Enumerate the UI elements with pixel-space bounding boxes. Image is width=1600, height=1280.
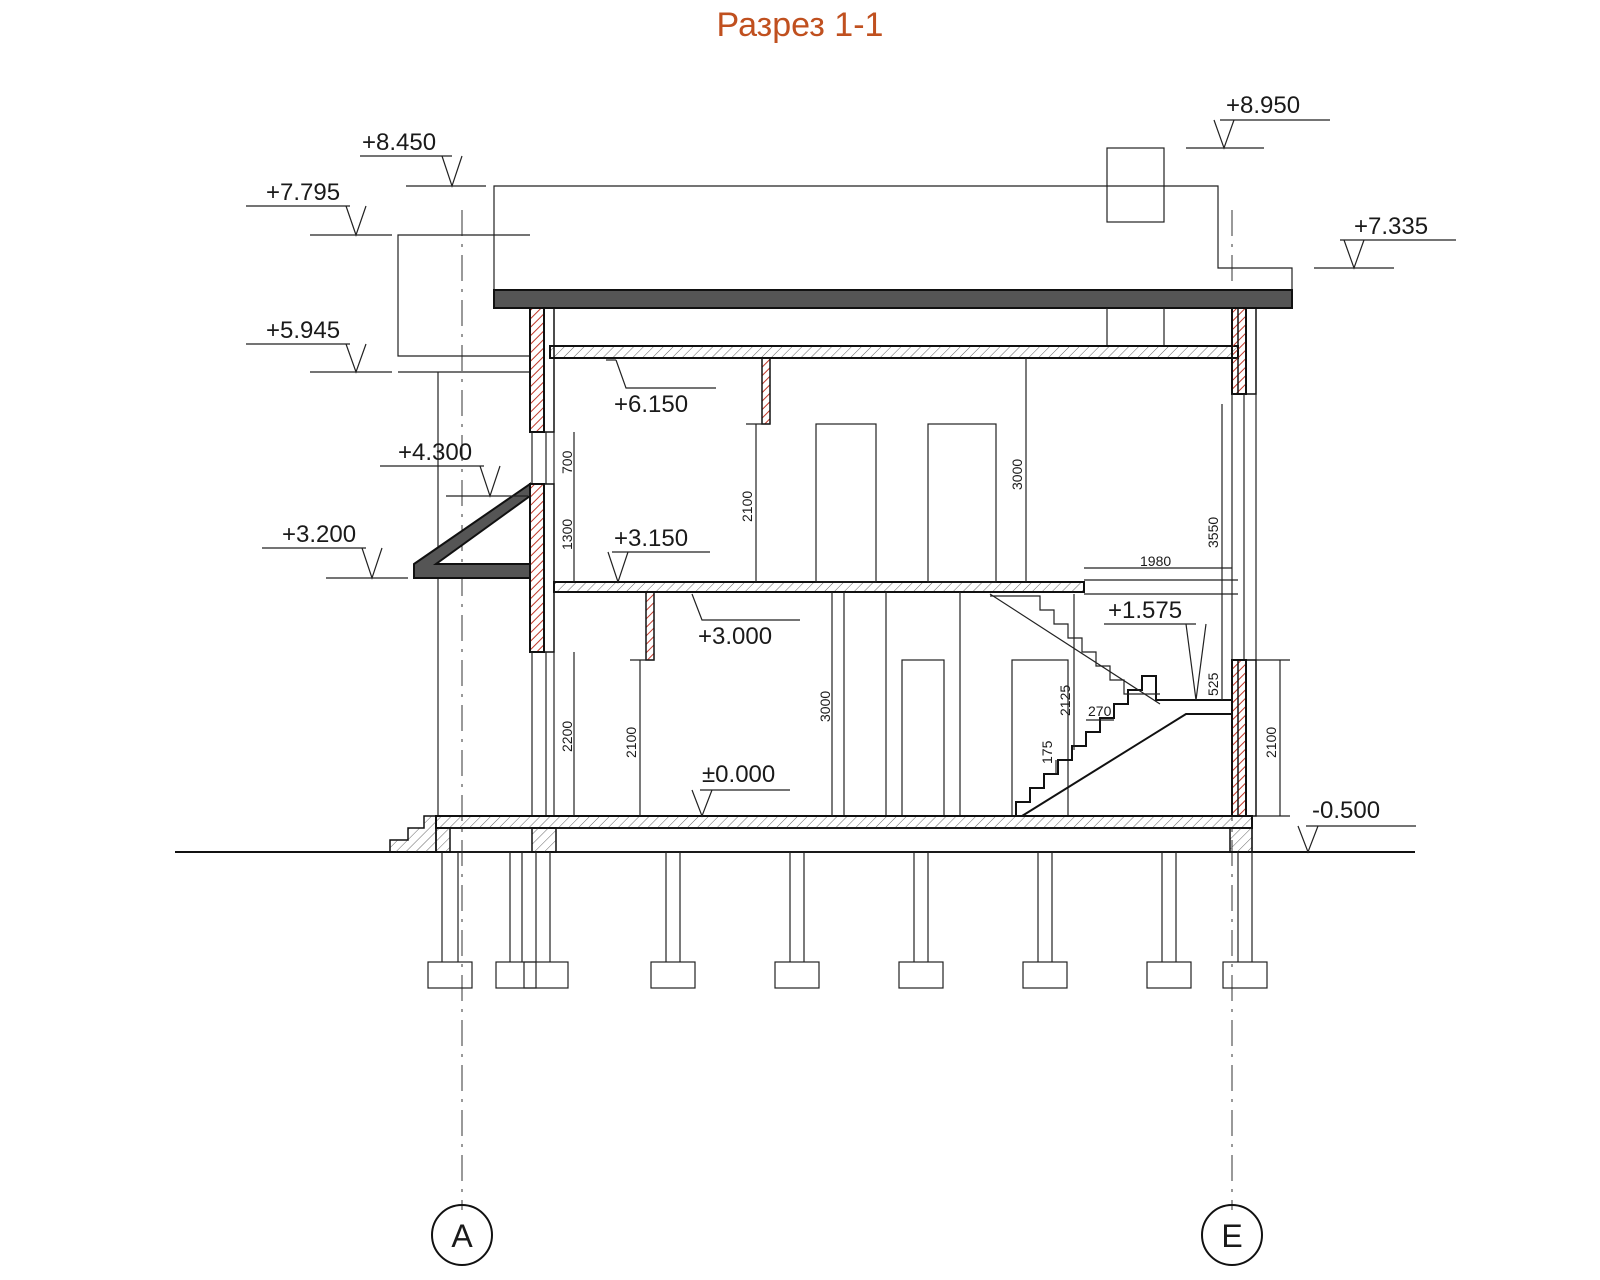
dim-2100-right: 2100 xyxy=(1256,659,1290,817)
stair-diagonal xyxy=(989,593,1161,705)
svg-text:175: 175 xyxy=(1039,740,1055,764)
dim-1980: 1980 xyxy=(1084,553,1232,569)
level-marker-1575: +1.575 xyxy=(1104,597,1207,701)
dim-3000-lower: 3000 xyxy=(817,592,833,816)
pile-8 xyxy=(1146,852,1192,989)
plinth-left xyxy=(435,827,451,853)
roof-vent xyxy=(1106,147,1165,223)
svg-text:+5.945: +5.945 xyxy=(266,317,340,344)
dim-2100-lower: 2100 xyxy=(623,659,654,816)
svg-text:±0.000: ±0.000 xyxy=(702,761,775,788)
stair-flight xyxy=(1002,675,1233,817)
ground-floor-slab xyxy=(435,815,1253,829)
svg-text:Е: Е xyxy=(1221,1218,1242,1254)
roof-slab xyxy=(493,289,1293,309)
right-wall-upper xyxy=(1231,307,1247,395)
dim-700: 700 xyxy=(559,432,575,484)
left-wall-upper-inner xyxy=(543,307,555,433)
svg-text:1300: 1300 xyxy=(559,519,575,550)
level-marker-5945: +5.945 xyxy=(246,317,392,374)
pile-9 xyxy=(1222,852,1268,989)
level-marker-3150: +3.150 xyxy=(607,525,710,584)
dim-3000-upper: 3000 xyxy=(1009,358,1027,582)
pile-2 xyxy=(495,852,537,989)
parapet-outline xyxy=(493,185,1293,292)
svg-text:525: 525 xyxy=(1205,672,1221,696)
right-wall-upper-inner xyxy=(1237,307,1257,395)
svg-text:+7.795: +7.795 xyxy=(266,179,340,206)
svg-text:2100: 2100 xyxy=(739,491,755,522)
svg-text:2125: 2125 xyxy=(1057,685,1073,716)
left-wall-middle-inner xyxy=(543,483,555,653)
svg-text:2200: 2200 xyxy=(559,721,575,752)
svg-text:+8.450: +8.450 xyxy=(362,129,436,156)
canopy xyxy=(413,482,531,579)
svg-text:+7.335: +7.335 xyxy=(1354,213,1428,240)
first-floor-slab xyxy=(553,581,1085,593)
dim-1300: 1300 xyxy=(559,484,575,582)
dim-2125: 2125 xyxy=(1057,594,1075,750)
level-marker-0000: ±0.000 xyxy=(691,761,790,818)
drawing-title: Разрез 1-1 xyxy=(716,6,884,44)
svg-text:3000: 3000 xyxy=(1009,459,1025,490)
plinth-right xyxy=(1229,827,1253,853)
dim-525: 525 xyxy=(1205,660,1223,700)
foundation-beam xyxy=(435,827,1253,853)
partition-lower xyxy=(645,591,655,661)
svg-text:270: 270 xyxy=(1088,703,1112,719)
svg-text:3550: 3550 xyxy=(1205,517,1221,548)
svg-text:+1.575: +1.575 xyxy=(1108,597,1182,624)
entrance-steps xyxy=(389,815,437,853)
svg-text:2100: 2100 xyxy=(623,727,639,758)
left-attic-outline xyxy=(397,234,530,357)
upper-door-1 xyxy=(815,423,877,583)
svg-text:+3.200: +3.200 xyxy=(282,521,356,548)
upper-door-2 xyxy=(927,423,997,583)
axis-bubble-a: А xyxy=(431,1204,493,1266)
partition-upper xyxy=(761,357,771,425)
level-marker-3200: +3.200 xyxy=(262,521,408,580)
svg-text:А: А xyxy=(451,1218,473,1254)
plinth-mid xyxy=(531,827,557,853)
attic-slab xyxy=(549,345,1239,359)
svg-text:2100: 2100 xyxy=(1263,727,1279,758)
lower-door-1 xyxy=(901,659,945,817)
left-wall-upper xyxy=(529,307,545,433)
dim-270: 270 xyxy=(1086,703,1114,721)
svg-text:700: 700 xyxy=(559,450,575,474)
svg-text:+3.150: +3.150 xyxy=(614,525,688,552)
svg-text:-0.500: -0.500 xyxy=(1312,797,1380,824)
level-marker-7335: +7.335 xyxy=(1314,213,1456,270)
level-marker-8950: +8.950 xyxy=(1186,92,1330,150)
svg-text:+4.300: +4.300 xyxy=(398,439,472,466)
svg-text:+8.950: +8.950 xyxy=(1226,92,1300,119)
dim-3550: 3550 xyxy=(1205,404,1223,660)
dim-175: 175 xyxy=(1039,740,1057,774)
pile-3 xyxy=(523,852,569,989)
pile-6 xyxy=(898,852,944,989)
pile-5 xyxy=(774,852,820,989)
pile-7 xyxy=(1022,852,1068,989)
level-marker-4300: +4.300 xyxy=(380,439,528,498)
level-marker-m0500: -0.500 xyxy=(1297,797,1416,854)
left-wall-middle xyxy=(529,483,545,653)
svg-text:+3.000: +3.000 xyxy=(698,623,772,650)
svg-text:1980: 1980 xyxy=(1140,553,1171,569)
pile-4 xyxy=(650,852,696,989)
level-marker-3000: +3.000 xyxy=(691,593,800,650)
axis-bubble-e: Е xyxy=(1201,1204,1263,1266)
level-marker-8450: +8.450 xyxy=(360,129,486,188)
svg-text:3000: 3000 xyxy=(817,691,833,722)
pile-1 xyxy=(427,852,473,989)
svg-text:+6.150: +6.150 xyxy=(614,391,688,418)
dim-2100-upper: 2100 xyxy=(739,423,770,582)
level-marker-7795: +7.795 xyxy=(246,179,392,237)
level-marker-6150: +6.150 xyxy=(606,359,716,418)
stair-upper-flight xyxy=(990,595,1160,695)
dim-2200: 2200 xyxy=(559,652,575,816)
right-wall-lower xyxy=(1231,659,1247,817)
